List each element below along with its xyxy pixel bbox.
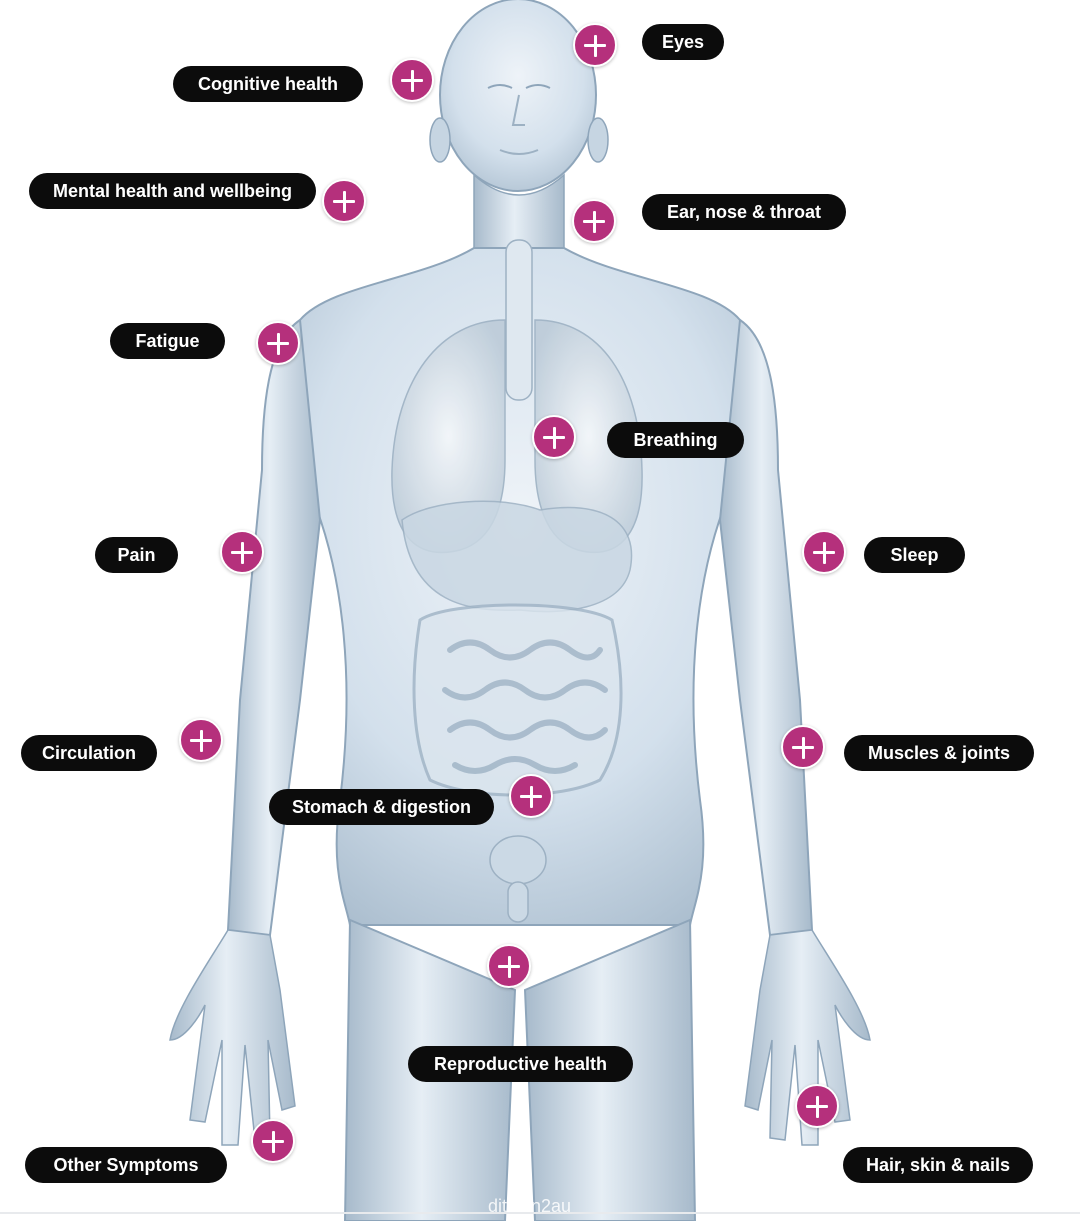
label-eyes[interactable]: Eyes [642,24,724,60]
stomach-digestion-plus-icon[interactable] [509,774,553,818]
eyes-plus-icon[interactable] [573,23,617,67]
label-pain[interactable]: Pain [95,537,178,573]
bladder [489,835,547,885]
label-stomach-digestion[interactable]: Stomach & digestion [269,789,494,825]
head [429,0,609,192]
left-arm [226,318,322,937]
label-hair-skin-nails[interactable]: Hair, skin & nails [843,1147,1033,1183]
label-cognitive-health[interactable]: Cognitive health [173,66,363,102]
stomach [401,500,633,613]
left-hand [169,929,296,1146]
right-arm [718,318,814,937]
ear-nose-throat-plus-icon[interactable] [572,199,616,243]
breathing-plus-icon[interactable] [532,415,576,459]
label-ear-nose-throat[interactable]: Ear, nose & throat [642,194,846,230]
label-fatigue[interactable]: Fatigue [110,323,225,359]
label-mental-health[interactable]: Mental health and wellbeing [29,173,316,209]
trachea [505,239,533,401]
hair-skin-nails-plus-icon[interactable] [795,1084,839,1128]
pain-plus-icon[interactable] [220,530,264,574]
mental-health-plus-icon[interactable] [322,179,366,223]
muscles-joints-plus-icon[interactable] [781,725,825,769]
label-reproductive-health[interactable]: Reproductive health [408,1046,633,1082]
fatigue-plus-icon[interactable] [256,321,300,365]
neck [473,173,565,256]
circulation-plus-icon[interactable] [179,718,223,762]
reproductive-health-plus-icon[interactable] [487,944,531,988]
other-symptoms-plus-icon[interactable] [251,1119,295,1163]
bottom-divider [0,1212,1080,1214]
label-sleep[interactable]: Sleep [864,537,965,573]
label-circulation[interactable]: Circulation [21,735,157,771]
sleep-plus-icon[interactable] [802,530,846,574]
intestines [412,603,623,797]
watermark: ditu.cn2au [488,1196,572,1216]
right-hand [744,929,871,1146]
cognitive-health-plus-icon[interactable] [390,58,434,102]
urethra [507,881,529,923]
label-other-symptoms[interactable]: Other Symptoms [25,1147,227,1183]
label-breathing[interactable]: Breathing [607,422,744,458]
label-muscles-joints[interactable]: Muscles & joints [844,735,1034,771]
